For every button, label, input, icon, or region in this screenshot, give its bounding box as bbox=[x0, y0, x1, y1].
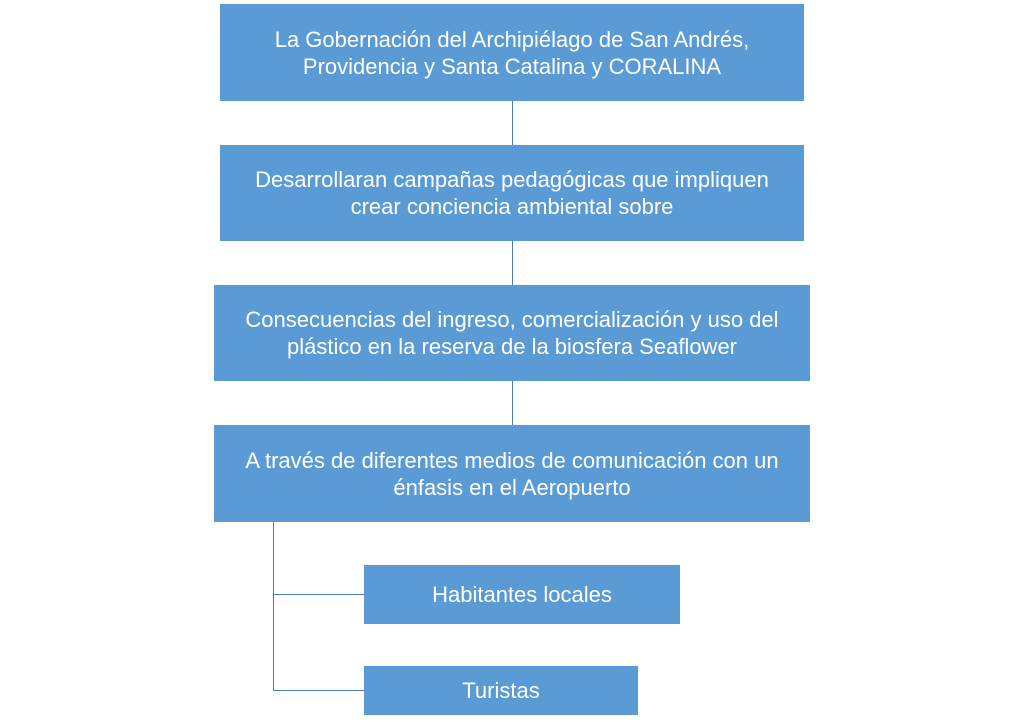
node-turistas: Turistas bbox=[364, 666, 638, 715]
node-text: Desarrollaran campañas pedagógicas que i… bbox=[255, 167, 769, 219]
node-text: A través de diferentes medios de comunic… bbox=[245, 447, 779, 500]
connector-3-4 bbox=[512, 381, 513, 425]
node-gobernacion: La Gobernación del Archipiélago de San A… bbox=[220, 4, 804, 101]
branch-connector-vertical bbox=[273, 522, 274, 691]
node-consecuencias: Consecuencias del ingreso, comercializac… bbox=[214, 285, 810, 381]
node-campanas: Desarrollaran campañas pedagógicas que i… bbox=[220, 145, 804, 241]
node-medios: A través de diferentes medios de comunic… bbox=[214, 425, 810, 522]
branch-connector-habitantes bbox=[273, 594, 364, 595]
node-text: Consecuencias del ingreso, comercializac… bbox=[245, 307, 779, 359]
connector-1-2 bbox=[512, 101, 513, 145]
node-text: Turistas bbox=[462, 678, 540, 703]
connector-2-3 bbox=[512, 241, 513, 285]
node-text: La Gobernación del Archipiélago de San A… bbox=[274, 26, 750, 79]
node-habitantes-locales: Habitantes locales bbox=[364, 565, 680, 624]
branch-connector-turistas bbox=[273, 690, 364, 691]
node-text: Habitantes locales bbox=[432, 582, 612, 607]
